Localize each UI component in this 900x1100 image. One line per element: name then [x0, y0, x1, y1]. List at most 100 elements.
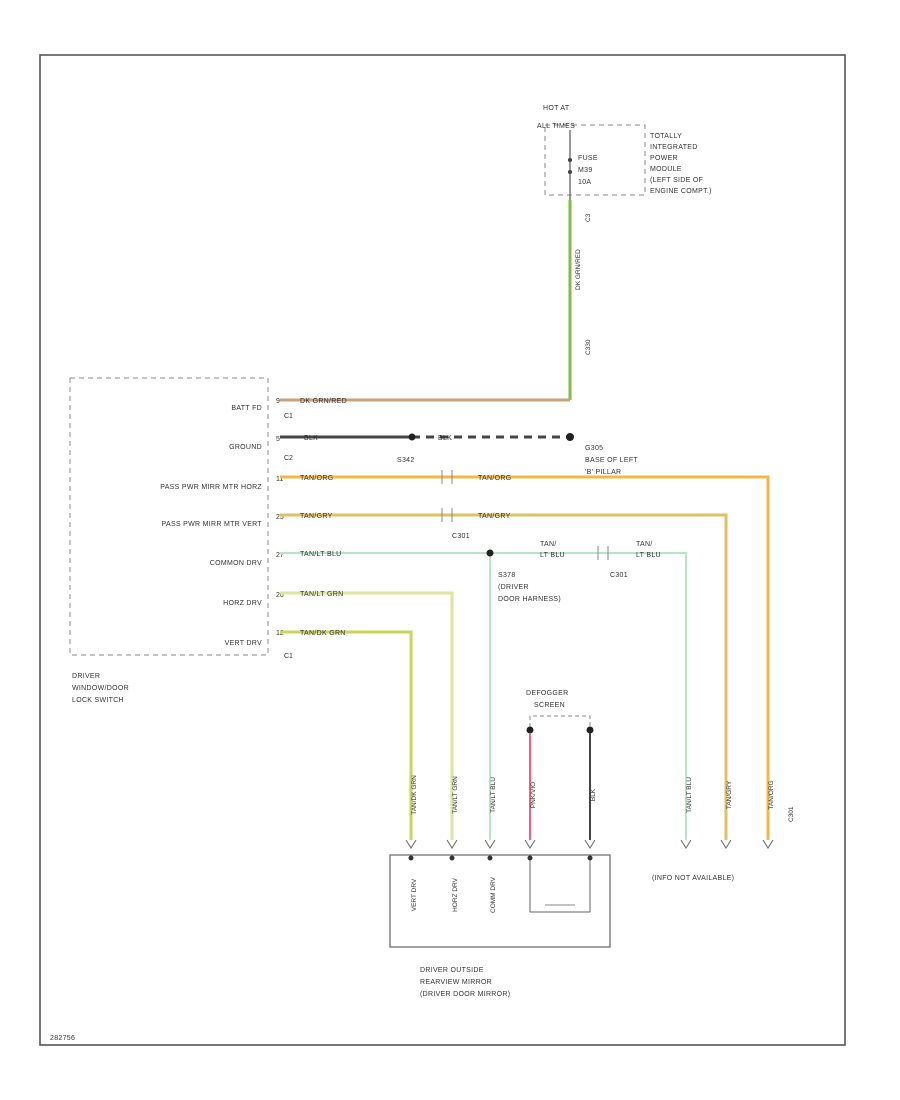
tan-lt-blu-2a: TAN/ — [636, 541, 653, 548]
pin-num-11: 11 — [276, 476, 283, 483]
mirror-pin-label-vert: VERT DRV — [411, 878, 418, 911]
pin-num-12: 12 — [276, 630, 284, 637]
pin-num-5: 5 — [276, 436, 280, 443]
conn-c1-top: C1 — [284, 413, 293, 420]
wire-label-pass-vert-2: TAN/GRY — [478, 513, 511, 520]
connector-c301c: C301 — [788, 806, 795, 822]
vlabel-1: TAN/DK GRN — [411, 775, 418, 815]
connector-c301b-label: C301 — [610, 572, 628, 579]
wire-label-batt-fd: DK GRN/RED — [300, 398, 347, 405]
pin-label-batt-fd: BATT FD — [231, 405, 262, 412]
conn-c1-bottom: C1 — [284, 653, 293, 660]
connector-c330: C330 — [585, 339, 592, 355]
vlabel-8: TAN/ORG — [768, 780, 775, 809]
tipm-name-2: INTEGRATED — [650, 144, 698, 151]
tipm-name-1: TOTALLY — [650, 133, 682, 140]
wire-label-pass-horz-2: TAN/ORG — [478, 475, 511, 482]
fuse-number: M39 — [578, 167, 593, 174]
mirror-pin-label-comm: COMM DRV — [490, 876, 497, 913]
vlabel-2: TAN/LT GRN — [452, 776, 459, 814]
connector-c301b-mark — [597, 546, 609, 560]
pin-num-9: 9 — [276, 398, 280, 405]
wire-pass-vert — [280, 513, 728, 840]
connector-c301-label: C301 — [452, 533, 470, 540]
mirror-name-1: DRIVER OUTSIDE — [420, 967, 484, 974]
pin-label-pass-horz: PASS PWR MIRR MTR HORZ — [160, 484, 262, 491]
tipm-module-box — [544, 124, 646, 196]
switch-name-1: DRIVER — [72, 673, 100, 680]
wire-end-arrows-left — [405, 839, 596, 849]
defogger-label-2: SCREEN — [534, 702, 565, 709]
wire-label-horz-drv: TAN/LT GRN — [300, 591, 343, 598]
pin-num-25: 25 — [276, 514, 284, 521]
diagram-frame — [39, 54, 846, 1046]
wire-label-ground-2: BLK — [438, 435, 452, 442]
defogger-label-1: DEFOGGER — [526, 690, 568, 697]
fuse-label: FUSE — [578, 155, 598, 162]
pin-label-pass-vert: PASS PWR MIRR MTR VERT — [162, 521, 263, 528]
s378-label-2: (DRIVER — [498, 584, 529, 591]
tan-lt-blu-1b: LT BLU — [540, 552, 565, 559]
wire-label-pass-horz: TAN/ORG — [300, 475, 333, 482]
ground-loc-1: BASE OF LEFT — [585, 457, 638, 464]
wire-label-common-drv: TAN/LT BLU — [300, 551, 342, 558]
tipm-name-5: (LEFT SIDE OF — [650, 177, 703, 184]
wire-pass-horz — [280, 475, 770, 840]
mirror-component-box — [389, 854, 611, 948]
wire-end-arrows-right — [680, 839, 774, 849]
connector-c301-horz-mark — [441, 470, 453, 484]
mirror-pin-1 — [408, 855, 414, 861]
defogger-terminal-right — [586, 726, 594, 734]
vlabel-3: TAN/LT BLU — [490, 777, 497, 813]
ground-g305-label: G305 — [585, 445, 603, 452]
switch-name-2: WINDOW/DOOR — [72, 685, 129, 692]
diagram-code: 282756 — [50, 1035, 75, 1042]
ground-g305 — [566, 433, 574, 441]
pin-label-horz-drv: HORZ DRV — [223, 600, 262, 607]
defogger-terminal-left — [526, 726, 534, 734]
connector-c301-vert-mark — [441, 508, 453, 522]
pin-label-ground: GROUND — [229, 444, 262, 451]
tipm-name-6: ENGINE COMPT.) — [650, 188, 712, 195]
tan-lt-blu-2b: LT BLU — [636, 552, 661, 559]
tipm-name-3: POWER — [650, 155, 678, 162]
wire-vert-drv — [280, 630, 413, 840]
wire-common-drv — [280, 552, 687, 840]
tan-lt-blu-1a: TAN/ — [540, 541, 557, 548]
tipm-name-4: MODULE — [650, 166, 682, 173]
wire-label-dk-grn-red-v: DK GRN/RED — [575, 249, 582, 290]
vlabel-6: TAN/LT BLU — [686, 777, 693, 813]
vlabel-4: PNK/VIO — [530, 782, 537, 808]
wire-horz-drv — [280, 591, 454, 840]
ground-loc-2: 'B' PILLAR — [585, 469, 621, 476]
fuse-rating: 10A — [578, 179, 591, 186]
mirror-name-2: REARVIEW MIRROR — [420, 979, 492, 986]
mirror-pin-5 — [587, 855, 593, 861]
pin-num-26: 26 — [276, 592, 284, 599]
wire-label-ground-1: BLK — [304, 435, 318, 442]
tipm-connector-c3: C3 — [585, 213, 592, 222]
switch-name-3: LOCK SWITCH — [72, 697, 124, 704]
vlabel-5: BLK — [590, 788, 597, 801]
all-times-label: ALL TIMES — [537, 123, 575, 130]
driver-switch-box — [69, 377, 269, 656]
mirror-pin-2 — [449, 855, 455, 861]
splice-s342-label: S342 — [397, 457, 415, 464]
mirror-pin-label-horz: HORZ DRV — [452, 877, 459, 911]
wire-label-pass-vert: TAN/GRY — [300, 513, 333, 520]
wire-label-vert-drv: TAN/DK GRN — [300, 630, 346, 637]
mirror-pin-4 — [527, 855, 533, 861]
pin-label-common-drv: COMMON DRV — [210, 560, 262, 567]
vlabel-7: TAN/GRY — [726, 780, 733, 809]
pin-label-vert-drv: VERT DRV — [225, 640, 262, 647]
defogger-bracket — [529, 715, 591, 727]
conn-c2: C2 — [284, 455, 293, 462]
mirror-name-3: (DRIVER DOOR MIRROR) — [420, 991, 510, 998]
s378-label-1: S378 — [498, 572, 516, 579]
mirror-pin-3 — [487, 855, 493, 861]
s378-label-3: DOOR HARNESS) — [498, 596, 561, 603]
info-not-available: (INFO NOT AVAILABLE) — [652, 875, 734, 882]
pin-num-27: 27 — [276, 552, 284, 559]
